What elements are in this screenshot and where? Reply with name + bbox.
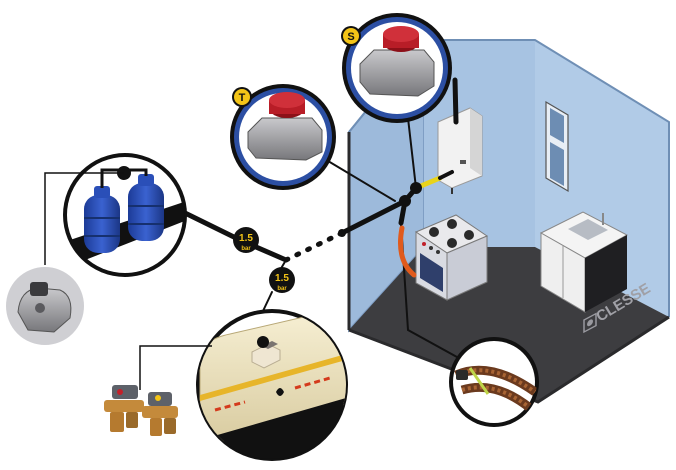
s-badge-label: S [347,31,354,43]
pressure-unit: bar [241,246,251,252]
brass-regulator [104,385,144,432]
window [545,100,569,193]
clesse-logo-icon [583,312,597,334]
pipe-junction [399,195,411,207]
blue-cylinder [128,174,164,241]
wall-boiler [437,107,483,194]
gas-stove [414,214,489,301]
sink-cabinet [539,211,629,313]
s-badge: S [341,26,361,46]
t-badge: T [232,87,252,107]
regulator-t-callout: T [230,84,336,190]
pressure-badge: 1.5 bar [269,267,295,293]
tank-valve-node [257,336,269,348]
regulator-s-callout: S [341,13,452,123]
changeover-regulator-callout [4,265,86,347]
blue-cylinder [84,186,120,253]
tank-regulators [104,385,178,436]
pressure-unit: bar [277,286,287,292]
orange-gas-hose [398,225,417,278]
pressure-value: 1.5 [239,233,253,244]
leader-line [44,172,124,268]
pressure-badge: 1.5 bar [233,227,259,253]
pressure-value: 1.5 [275,273,289,284]
gas-cylinders-callout [63,153,187,277]
flexible-hose-callout [449,337,539,427]
pipe-joint [338,229,346,237]
t-badge-label: T [239,92,246,104]
brass-regulator [142,392,178,436]
gas-tank-callout [196,309,348,461]
pipe-junction [410,182,422,194]
leader-line [139,345,212,390]
